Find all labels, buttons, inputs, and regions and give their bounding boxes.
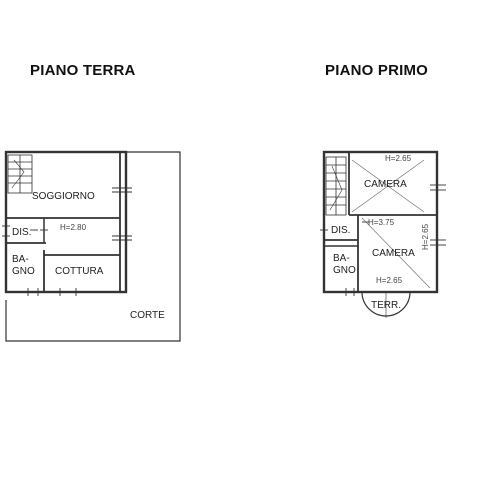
- ground-floor-plan: [2, 150, 181, 342]
- room-label-dis-first: DIS.: [331, 225, 350, 236]
- height-label-soggiorno: H=2.80: [60, 223, 87, 232]
- corte-boundary: [5, 151, 181, 342]
- ground-staircase: [7, 154, 33, 194]
- height-label-camera1-top: H=2.65: [385, 154, 412, 163]
- first-staircase: [325, 156, 347, 216]
- height-label-camera2-side: H=2.65: [421, 223, 430, 250]
- room-label-bagno-first-1: BA-: [333, 253, 350, 264]
- room-label-camera-1: CAMERA: [364, 179, 407, 190]
- ground-floor-title: PIANO TERRA: [30, 62, 136, 79]
- room-label-camera-2: CAMERA: [372, 248, 415, 259]
- room-label-corte: CORTE: [130, 310, 165, 321]
- room-label-terr: TERR.: [371, 300, 401, 311]
- ground-windows: [2, 187, 132, 296]
- room-label-bagno-first-2: GNO: [333, 265, 356, 276]
- room-label-bagno-ground-1: BA-: [12, 254, 29, 265]
- first-windows: [320, 184, 446, 296]
- height-label-dis: H=3.75: [368, 218, 395, 227]
- ground-outer-wall: [4, 150, 128, 294]
- room-label-bagno-ground-2: GNO: [12, 266, 35, 277]
- first-height-diagonals: [351, 159, 431, 289]
- first-floor-plan: [320, 150, 446, 318]
- first-floor-title: PIANO PRIMO: [325, 62, 429, 79]
- height-label-camera2-bottom: H=2.65: [376, 276, 403, 285]
- first-outer-wall: [322, 150, 439, 294]
- room-label-dis-ground: DIS.: [12, 227, 31, 238]
- room-label-soggiorno: SOGGIORNO: [32, 191, 95, 202]
- room-label-cottura: COTTURA: [55, 266, 104, 277]
